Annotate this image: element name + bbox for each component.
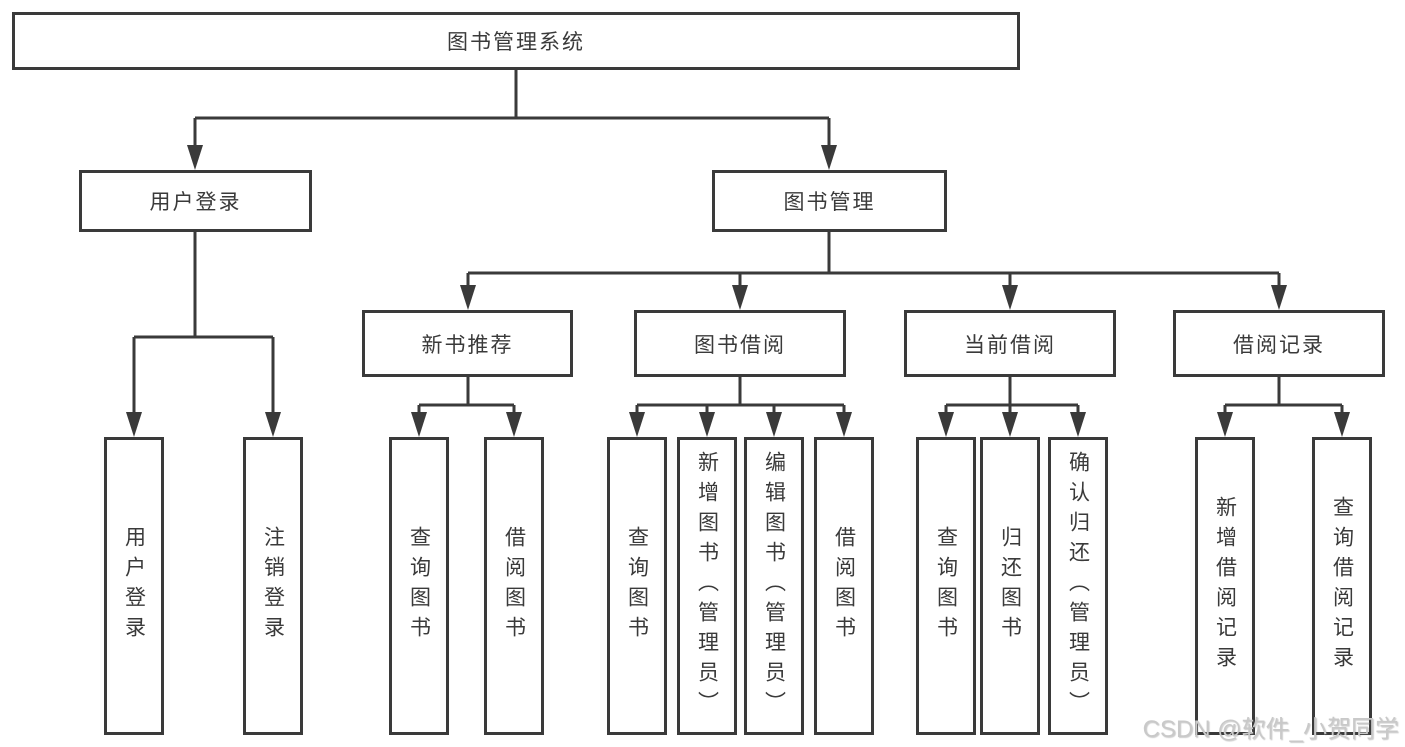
arrowhead-icon [732,285,748,310]
node-label: 新书推荐 [421,333,514,357]
node-label: 借阅图书 [502,526,526,646]
arrowhead-icon [1334,412,1350,437]
node-label: 确认归还（管理员） [1066,451,1090,721]
leaf-borrow-query-book: 查询图书 [607,437,667,735]
leaf-borrow-borrow-book: 借阅图书 [814,437,874,735]
leaf-borrow-add-book-admin: 新增图书（管理员） [677,437,737,735]
arrowhead-icon [126,412,142,437]
arrowhead-icon [821,145,837,170]
leaf-user-login: 用户登录 [104,437,164,735]
arrowhead-icon [1271,285,1287,310]
arrowhead-icon [187,145,203,170]
arrowhead-icon [1002,412,1018,437]
node-label: 新增借阅记录 [1213,496,1237,676]
leaf-current-confirm-return-admin: 确认归还（管理员） [1048,437,1108,735]
node-borrowing-records: 借阅记录 [1173,310,1385,377]
node-label: 借阅记录 [1233,333,1325,357]
node-label: 新增图书（管理员） [695,451,719,721]
arrowhead-icon [411,412,427,437]
leaf-newbook-query-book: 查询图书 [389,437,449,735]
node-label: 编辑图书（管理员） [762,451,786,721]
node-label: 当前借阅 [964,333,1056,357]
arrowhead-icon [629,412,645,437]
arrowhead-icon [1002,285,1018,310]
leaf-current-query-book: 查询图书 [916,437,976,735]
arrowhead-icon [506,412,522,437]
leaf-current-return-book: 归还图书 [980,437,1040,735]
node-current-borrowing: 当前借阅 [904,310,1116,377]
node-user-login: 用户登录 [79,170,312,232]
node-library-system: 图书管理系统 [12,12,1020,70]
arrowhead-icon [1070,412,1086,437]
node-label: 图书管理系统 [447,31,585,54]
node-label: 查询借阅记录 [1330,496,1354,676]
node-label: 注销登录 [261,526,285,646]
arrowhead-icon [265,412,281,437]
node-label: 图书管理 [783,191,876,214]
node-new-book-recommend: 新书推荐 [362,310,573,377]
node-book-borrowing: 图书借阅 [634,310,846,377]
leaf-record-add-record: 新增借阅记录 [1195,437,1255,735]
leaf-record-query-record: 查询借阅记录 [1312,437,1372,735]
leaf-borrow-edit-book-admin: 编辑图书（管理员） [744,437,804,735]
arrowhead-icon [1217,412,1233,437]
arrowhead-icon [460,285,476,310]
arrowhead-icon [766,412,782,437]
arrowhead-icon [836,412,852,437]
arrowhead-icon [699,412,715,437]
node-label: 归还图书 [998,526,1022,646]
node-label: 查询图书 [407,526,431,646]
node-book-management: 图书管理 [712,170,947,232]
node-label: 查询图书 [625,526,649,646]
arrowhead-icon [938,412,954,437]
leaf-newbook-borrow-book: 借阅图书 [484,437,544,735]
node-label: 图书借阅 [694,333,786,357]
node-label: 借阅图书 [832,526,856,646]
node-label: 用户登录 [149,191,242,214]
node-label: 用户登录 [122,526,146,646]
leaf-logout-login: 注销登录 [243,437,303,735]
node-label: 查询图书 [934,526,958,646]
